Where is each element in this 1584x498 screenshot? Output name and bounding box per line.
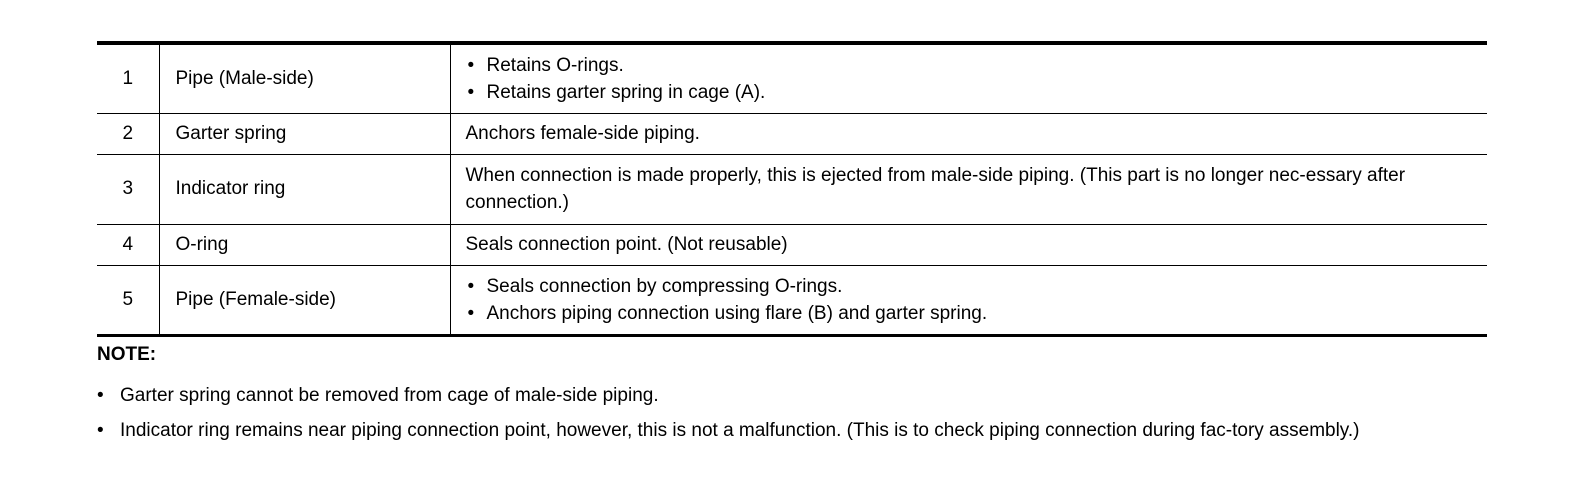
part-name: Pipe (Male-side) [158, 43, 450, 114]
function-item: Retains garter spring in cage (A). [466, 79, 1482, 106]
function-item: Anchors piping connection using flare (B… [466, 300, 1482, 327]
table-row: 4 O-ring Seals connection point. (Not re… [97, 224, 1487, 266]
part-name: Pipe (Female-side) [158, 265, 450, 335]
function-text: Anchors female-side piping. [465, 123, 700, 144]
note-item: Indicator ring remains near piping conne… [97, 417, 1487, 445]
table-row: 3 Indicator ring When connection is made… [97, 154, 1487, 225]
part-number: 2 [97, 113, 159, 155]
note-list: Garter spring cannot be removed from cag… [97, 382, 1487, 452]
table-row: 1 Pipe (Male-side) Retains O-rings. Reta… [97, 43, 1487, 114]
part-name: Indicator ring [158, 154, 450, 225]
part-number: 4 [97, 224, 159, 266]
part-function: When connection is made properly, this i… [449, 154, 1487, 225]
parts-table: 1 Pipe (Male-side) Retains O-rings. Reta… [97, 41, 1487, 337]
part-name: Garter spring [158, 113, 450, 155]
function-text: When connection is made properly, this i… [465, 165, 1406, 213]
function-list: Retains O-rings. Retains garter spring i… [466, 52, 1482, 106]
note-heading: NOTE: [97, 344, 157, 365]
function-item: Retains O-rings. [466, 52, 1482, 79]
part-number: 3 [97, 154, 159, 225]
part-number: 5 [122, 288, 134, 310]
part-number: 1 [97, 43, 159, 114]
function-text: Seals connection point. (Not reusable) [465, 234, 788, 255]
part-function: Seals connection by compressing O-rings.… [449, 265, 1487, 335]
part-function: Retains O-rings. Retains garter spring i… [449, 43, 1487, 114]
function-item: Seals connection by compressing O-rings. [466, 273, 1482, 300]
part-name: O-ring [158, 224, 450, 266]
note-item: Garter spring cannot be removed from cag… [97, 382, 1487, 410]
function-list: Seals connection by compressing O-rings.… [466, 273, 1482, 327]
part-function: Seals connection point. (Not reusable) [449, 224, 1487, 266]
table-row: 2 Garter spring Anchors female-side pipi… [97, 113, 1487, 155]
part-function: Anchors female-side piping. [449, 113, 1487, 155]
table-row: 5 Pipe (Female-side) Seals connection by… [97, 265, 1487, 335]
